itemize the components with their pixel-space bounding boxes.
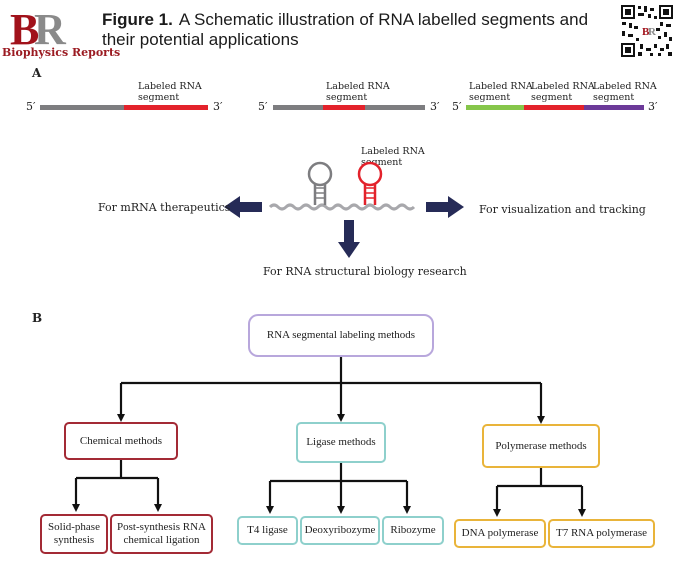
strand1-5prime: 5′	[26, 100, 36, 113]
panel-a-label: A	[32, 66, 42, 80]
deoxyribozyme-node: Deoxyribozyme	[300, 516, 380, 545]
t4-ligase-node: T4 ligase	[237, 516, 298, 545]
strand1-gray-segment	[40, 105, 124, 110]
down-arrow-icon	[338, 220, 360, 258]
right-arrow-icon	[426, 196, 464, 218]
app-structural-biology: For RNA structural biology research	[263, 265, 467, 278]
dna-polymerase-node: DNA polymerase	[454, 519, 546, 548]
strand2-3prime: 3′	[430, 100, 440, 113]
strand2-gray-left	[273, 105, 323, 110]
app-visualization: For visualization and tracking	[479, 203, 646, 216]
strand1-labeled-segment	[124, 105, 208, 110]
polymerase-methods-node: Polymerase methods	[482, 424, 600, 468]
solid-phase-synthesis-node: Solid-phase synthesis	[40, 514, 108, 554]
app-mrna-therapeutics: For mRNA therapeutics	[98, 201, 231, 214]
gray-hairpin	[307, 161, 333, 205]
left-arrow-icon	[224, 196, 262, 218]
strand3-label-1: Labeled RNA segment	[469, 81, 533, 103]
figure-caption-text: A Schematic illustration of RNA labelled…	[102, 10, 589, 49]
post-synthesis-ligation-node: Post-synthesis RNA chemical ligation	[110, 514, 213, 554]
strand3-3prime: 3′	[648, 100, 658, 113]
logo-initials-b: B	[10, 6, 39, 50]
chemical-methods-node: Chemical methods	[64, 422, 178, 460]
journal-logo: B R	[8, 5, 84, 54]
ribozyme-node: Ribozyme	[382, 516, 444, 545]
strand2-5prime: 5′	[258, 100, 268, 113]
strand2-gray-right	[365, 105, 425, 110]
ligase-methods-node: Ligase methods	[296, 422, 386, 463]
t7-rna-polymerase-node: T7 RNA polymerase	[548, 519, 655, 548]
strand3-5prime: 5′	[452, 100, 462, 113]
rna-hairpin-diagram	[224, 161, 464, 258]
root-node: RNA segmental labeling methods	[248, 314, 434, 357]
strand3-green-segment	[466, 105, 524, 110]
hairpin-label: Labeled RNA segment	[361, 146, 425, 168]
strand3-red-segment	[524, 105, 584, 110]
strand3-label-2: Labeled RNA segment	[531, 81, 595, 103]
qr-code-icon: B R	[620, 4, 674, 58]
journal-name: Biophysics Reports	[2, 46, 121, 59]
rna-strand	[268, 203, 416, 211]
strand2-labeled-segment	[323, 105, 365, 110]
red-hairpin	[357, 161, 383, 205]
strand1-3prime: 3′	[213, 100, 223, 113]
logo-initials-r: R	[34, 6, 67, 50]
strand3-purple-segment	[584, 105, 644, 110]
figure-caption: Figure 1.A Schematic illustration of RNA…	[102, 10, 612, 50]
strand2-label: Labeled RNA segment	[326, 81, 390, 103]
panel-b-label: B	[32, 311, 43, 325]
strand3-label-3: Labeled RNA segment	[593, 81, 657, 103]
figure-label: Figure 1.	[102, 10, 173, 29]
svg-text:B: B	[642, 26, 650, 38]
strand1-label: Labeled RNA segment	[138, 81, 202, 103]
svg-text:R: R	[648, 26, 657, 38]
